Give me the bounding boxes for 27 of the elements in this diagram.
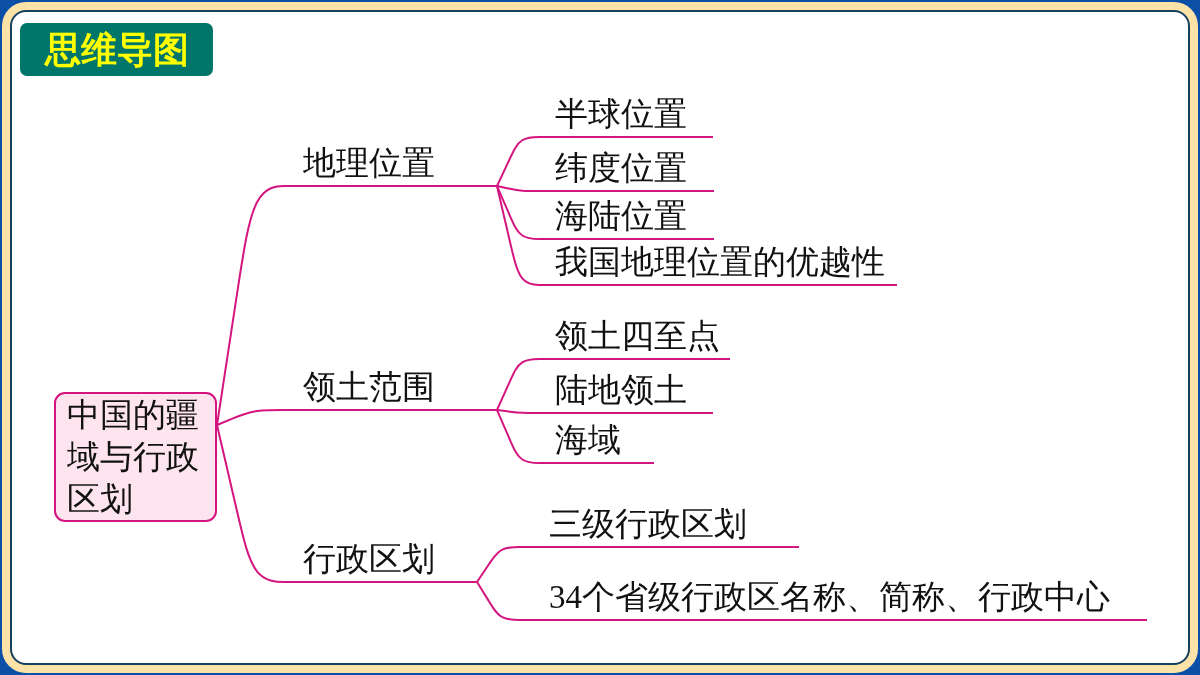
connector-line — [496, 358, 544, 411]
root-topic-text: 中国的疆域与行政区划 — [67, 396, 200, 519]
topic-text: 陆地领土 — [555, 371, 687, 410]
topic-text: 地理位置 — [303, 144, 435, 183]
connector-line — [496, 409, 544, 464]
connector-line — [496, 185, 544, 240]
topic-text: 海陆位置 — [555, 197, 687, 236]
root-topic-box — [54, 392, 217, 522]
topic-text: 半球位置 — [555, 95, 687, 134]
connector-line — [496, 185, 544, 286]
connector-line — [216, 424, 291, 583]
topic-text: 领土四至点 — [555, 317, 720, 356]
topic-text: 行政区划 — [303, 540, 435, 579]
topic-text: 领土范围 — [303, 368, 435, 407]
connector-line — [216, 185, 291, 426]
topic-text: 三级行政区划 — [549, 505, 747, 544]
connector-line — [496, 185, 544, 192]
connector-line — [476, 546, 525, 583]
connector-line — [216, 409, 291, 426]
connector-line — [476, 581, 525, 621]
topic-text: 纬度位置 — [555, 149, 687, 188]
topic-text: 34个省级行政区名称、简称、行政中心 — [549, 578, 1110, 617]
connector-line — [496, 136, 544, 187]
title-badge: 思维导图 — [20, 23, 213, 76]
topic-text: 我国地理位置的优越性 — [555, 243, 885, 282]
topic-text: 海域 — [555, 421, 621, 460]
connector-line — [496, 409, 544, 414]
